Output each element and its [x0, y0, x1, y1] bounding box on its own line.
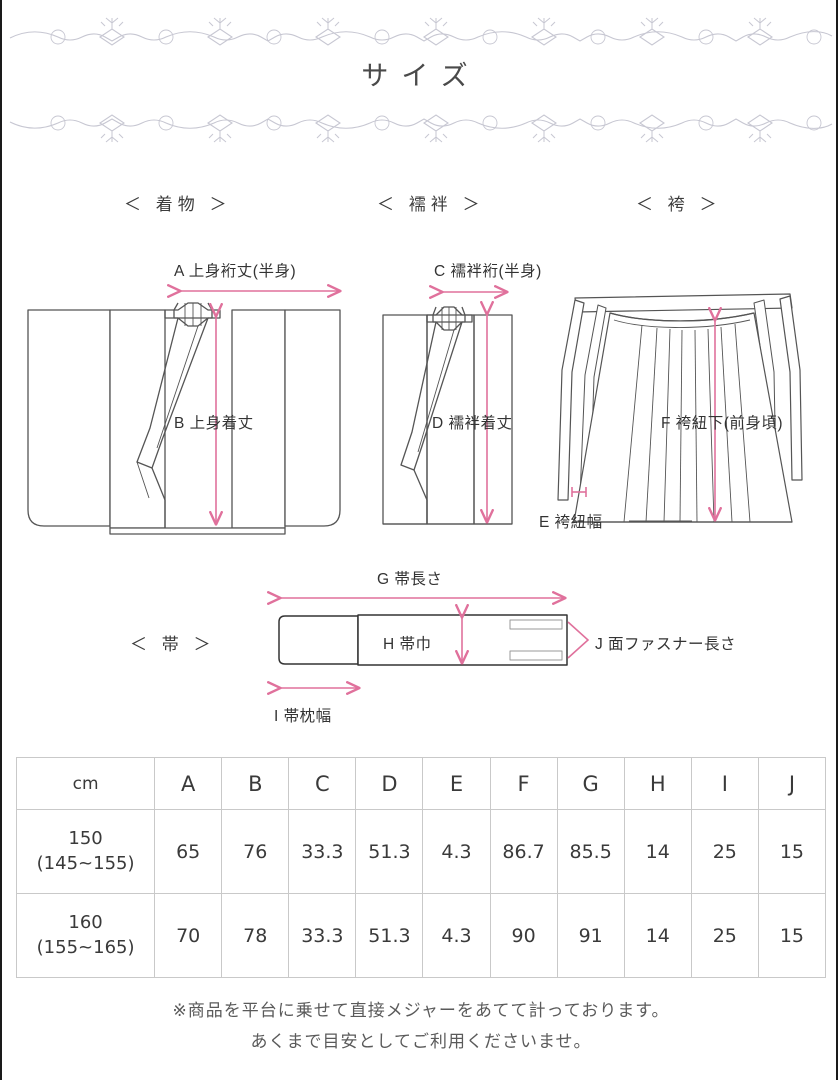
table-header-g: G: [556, 757, 625, 810]
table-cell-h: 14: [623, 809, 692, 894]
ornament-bottom-svg: [9, 114, 833, 143]
ornament-divider-top: [2, 16, 838, 50]
size-table: cm A B C D E F G H I J 150 (145~155) 65 …: [15, 757, 827, 978]
table-cell-f: 90: [489, 893, 558, 978]
measurement-label-d: D 襦袢着丈: [432, 415, 513, 432]
measurement-label-a: A 上身裄丈(半身): [174, 263, 297, 280]
measurement-label-g: G 帯長さ: [377, 571, 443, 588]
table-cell-size: 150 (145~155): [15, 809, 156, 894]
table-header-f: F: [489, 757, 558, 810]
table-cell-g: 91: [556, 893, 625, 978]
measure-marker-e: [571, 487, 587, 497]
measure-marker-j: [567, 621, 590, 659]
footnote-line-1: ※商品を平台に乗せて直接メジャーをあてて計っております。: [172, 1001, 670, 1020]
table-header-j: J: [757, 757, 827, 810]
table-cell-e: 4.3: [422, 893, 491, 978]
table-cell-j: 15: [757, 809, 827, 894]
table-header-b: B: [221, 757, 290, 810]
ornament-divider-bottom: [2, 110, 838, 144]
footnote: ※商品を平台に乗せて直接メジャーをあてて計っております。 あくまで目安としてご利…: [2, 995, 838, 1058]
table-header-i: I: [690, 757, 759, 810]
table-row: 160 (155~165) 70 78 33.3 51.3 4.3 90 91 …: [15, 893, 827, 978]
footnote-line-2: あくまで目安としてご利用くださいませ。: [250, 1032, 592, 1052]
table-header-row: cm A B C D E F G H I J: [15, 757, 827, 810]
table-header-e: E: [422, 757, 491, 810]
table-cell-i: 25: [690, 893, 759, 978]
size-range: (155~165): [36, 936, 135, 958]
measurement-label-h: H 帯巾: [383, 636, 432, 653]
measurement-label-i: I 帯枕幅: [274, 708, 332, 725]
table-cell-size: 160 (155~165): [15, 893, 156, 978]
table-header-a: A: [154, 757, 223, 810]
table-cell-c: 33.3: [288, 893, 357, 978]
table-cell-d: 51.3: [355, 893, 424, 978]
measurement-label-j: J 面ファスナー長さ: [595, 636, 737, 653]
table-cell-a: 70: [154, 893, 223, 978]
size-range: (145~155): [36, 852, 135, 874]
section-heading-kimono: ＜ 着物 ＞: [124, 195, 232, 214]
table-header-c: C: [288, 757, 357, 810]
section-heading-hakama: ＜ 袴 ＞: [636, 195, 722, 214]
ornament-top-svg: [9, 17, 833, 46]
measurement-label-b: B 上身着丈: [174, 415, 254, 432]
table-cell-b: 76: [221, 809, 290, 894]
section-heading-juban: ＜ 襦袢 ＞: [377, 195, 485, 214]
table-cell-i: 25: [690, 809, 759, 894]
table-cell-h: 14: [623, 893, 692, 978]
table-cell-c: 33.3: [288, 809, 357, 894]
table-header-d: D: [355, 757, 424, 810]
table-header-h: H: [623, 757, 692, 810]
size-value: 150: [68, 828, 103, 850]
table-cell-b: 78: [221, 893, 290, 978]
hakama-illustration: [557, 293, 803, 523]
table-header-unit: cm: [15, 757, 156, 810]
table-row: 150 (145~155) 65 76 33.3 51.3 4.3 86.7 8…: [15, 809, 827, 894]
measurement-label-f: F 袴紐下(前身頃): [661, 415, 784, 432]
table-cell-a: 65: [154, 809, 223, 894]
measurement-label-e: E 袴紐幅: [539, 514, 603, 531]
table-cell-e: 4.3: [422, 809, 491, 894]
size-value: 160: [68, 912, 103, 934]
measurement-label-c: C 襦袢裄(半身): [434, 263, 542, 280]
section-heading-obi: ＜ 帯 ＞: [130, 635, 216, 654]
table-cell-g: 85.5: [556, 809, 625, 894]
table-cell-f: 86.7: [489, 809, 558, 894]
page-title: サイズ: [361, 61, 481, 92]
table-cell-d: 51.3: [355, 809, 424, 894]
table-cell-j: 15: [757, 893, 827, 978]
